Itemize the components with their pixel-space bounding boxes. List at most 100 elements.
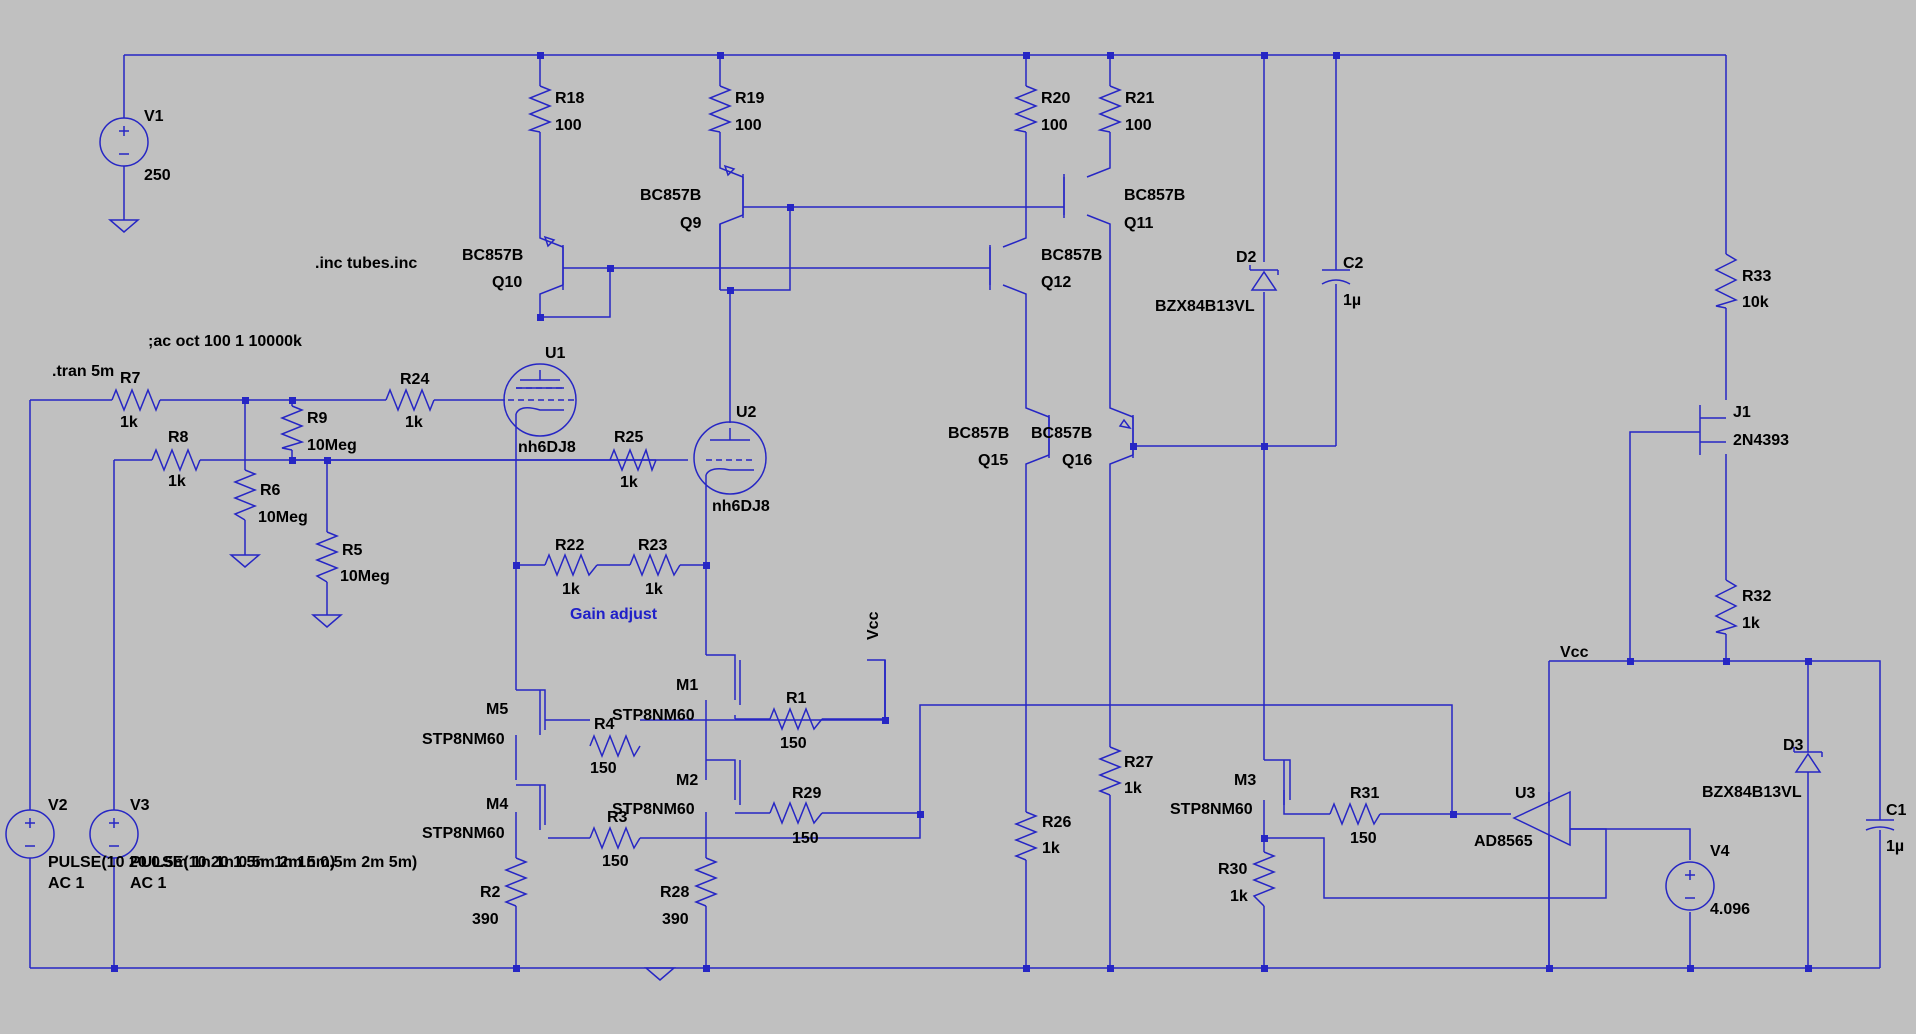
mosfet-m5-icon (516, 689, 546, 735)
r5-value: 10Meg (340, 568, 390, 585)
r19-value: 100 (735, 117, 762, 134)
r28-ref: R28 (660, 884, 689, 901)
v4-ref: V4 (1710, 843, 1730, 860)
jfet-j1-icon (1699, 405, 1726, 455)
q9-model: BC857B (640, 187, 701, 204)
q15-ref: Q15 (978, 452, 1008, 469)
r8-value: 1k (168, 473, 186, 490)
r4-value: 150 (590, 760, 617, 777)
j1-model: 2N4393 (1733, 432, 1789, 449)
r29-value: 150 (792, 830, 819, 847)
r20-value: 100 (1041, 117, 1068, 134)
r26-ref: R26 (1042, 814, 1071, 831)
r30-ref: R30 (1218, 861, 1247, 878)
resistor-r31 (1329, 801, 1381, 827)
resistor-symbols (111, 85, 1739, 907)
resistor-r4 (589, 733, 641, 759)
q11-model: BC857B (1124, 187, 1185, 204)
m1-ref: M1 (676, 677, 698, 694)
resistor-r5 (314, 531, 340, 583)
resistor-r21 (1097, 85, 1123, 133)
r6-ref: R6 (260, 482, 281, 499)
d2-ref: D2 (1236, 249, 1257, 266)
u2-ref: U2 (736, 404, 757, 421)
r21-value: 100 (1125, 117, 1152, 134)
c1-value: 1µ (1886, 838, 1904, 855)
r5-ref: R5 (342, 542, 363, 559)
q9-ref: Q9 (680, 215, 701, 232)
resistor-r22 (544, 552, 598, 578)
gain-adjust-comment: Gain adjust (570, 606, 658, 623)
bjt-symbols (543, 164, 1726, 458)
q15-model: BC857B (948, 425, 1009, 442)
tube-u2-icon (693, 421, 767, 495)
resistor-r20 (1013, 85, 1039, 133)
v2-value: PULSE(10 20 0.5m 1n 1n 0.5m 2m 5m) (48, 854, 335, 871)
tube-symbols (503, 363, 767, 495)
m2-ref: M2 (676, 772, 698, 789)
resistor-r33 (1714, 253, 1739, 309)
m1-model: STP8NM60 (612, 707, 695, 724)
r33-ref: R33 (1742, 268, 1771, 285)
capacitor-c2-icon (1321, 269, 1351, 285)
j1-ref: J1 (1733, 404, 1751, 421)
r31-value: 150 (1350, 830, 1377, 847)
m5-model: STP8NM60 (422, 731, 505, 748)
m3-ref: M3 (1234, 772, 1256, 789)
r8-ref: R8 (168, 429, 189, 446)
d3-model: BZX84B13VL (1702, 784, 1802, 801)
r21-ref: R21 (1125, 90, 1154, 107)
r29-ref: R29 (792, 785, 821, 802)
resistor-r2 (503, 857, 529, 907)
include-directive: .inc tubes.inc (315, 255, 417, 272)
v1-ref: V1 (144, 108, 164, 125)
r25-ref: R25 (614, 429, 643, 446)
r31-ref: R31 (1350, 785, 1379, 802)
mosfet-m4-icon (516, 784, 546, 830)
d2-model: BZX84B13VL (1155, 298, 1255, 315)
r25-value: 1k (620, 474, 638, 491)
c1-ref: C1 (1886, 802, 1907, 819)
resistor-r7 (111, 387, 161, 413)
capacitor-c1-icon (1865, 819, 1895, 831)
junctions (111, 52, 1812, 972)
r32-ref: R32 (1742, 588, 1771, 605)
r3-value: 150 (602, 853, 629, 870)
voltage-source-v4-icon (1665, 861, 1715, 911)
r7-value: 1k (120, 414, 138, 431)
r2-value: 390 (472, 911, 499, 928)
q10-model: BC857B (462, 247, 523, 264)
r9-ref: R9 (307, 410, 328, 427)
ground-symbols (107, 219, 677, 981)
r24-ref: R24 (400, 371, 429, 388)
r1-value: 150 (780, 735, 807, 752)
tran-directive: .tran 5m (52, 363, 114, 380)
v3-value: PULSE(10 20 1.5m 1n 1n 0.5m 2m 5m) (130, 854, 417, 871)
r22-ref: R22 (555, 537, 584, 554)
c2-ref: C2 (1343, 255, 1364, 272)
resistor-r19 (707, 85, 733, 133)
c2-value: 1µ (1343, 292, 1361, 309)
mosfet-m3-icon (1264, 759, 1291, 805)
vcc-net-label-rotated: Vcc (865, 611, 882, 640)
v3-ac: AC 1 (130, 875, 167, 892)
ground-icon (107, 219, 141, 233)
q12-ref: Q12 (1041, 274, 1071, 291)
resistor-r24 (385, 387, 435, 413)
v1-value: 250 (144, 167, 171, 184)
u3-ref: U3 (1515, 785, 1536, 802)
resistor-r26 (1013, 811, 1039, 861)
r6-value: 10Meg (258, 509, 308, 526)
u1-ref: U1 (545, 345, 566, 362)
voltage-source-v1-icon (99, 117, 149, 167)
resistor-r23 (629, 552, 681, 578)
zener-diode-d3-icon (1793, 747, 1823, 773)
q12-model: BC857B (1041, 247, 1102, 264)
mosfet-symbols (516, 654, 1291, 830)
r18-value: 100 (555, 117, 582, 134)
mosfet-m1-icon (706, 654, 741, 719)
r4-ref: R4 (594, 716, 615, 733)
ground-icon (643, 967, 677, 981)
v2-ac: AC 1 (48, 875, 85, 892)
